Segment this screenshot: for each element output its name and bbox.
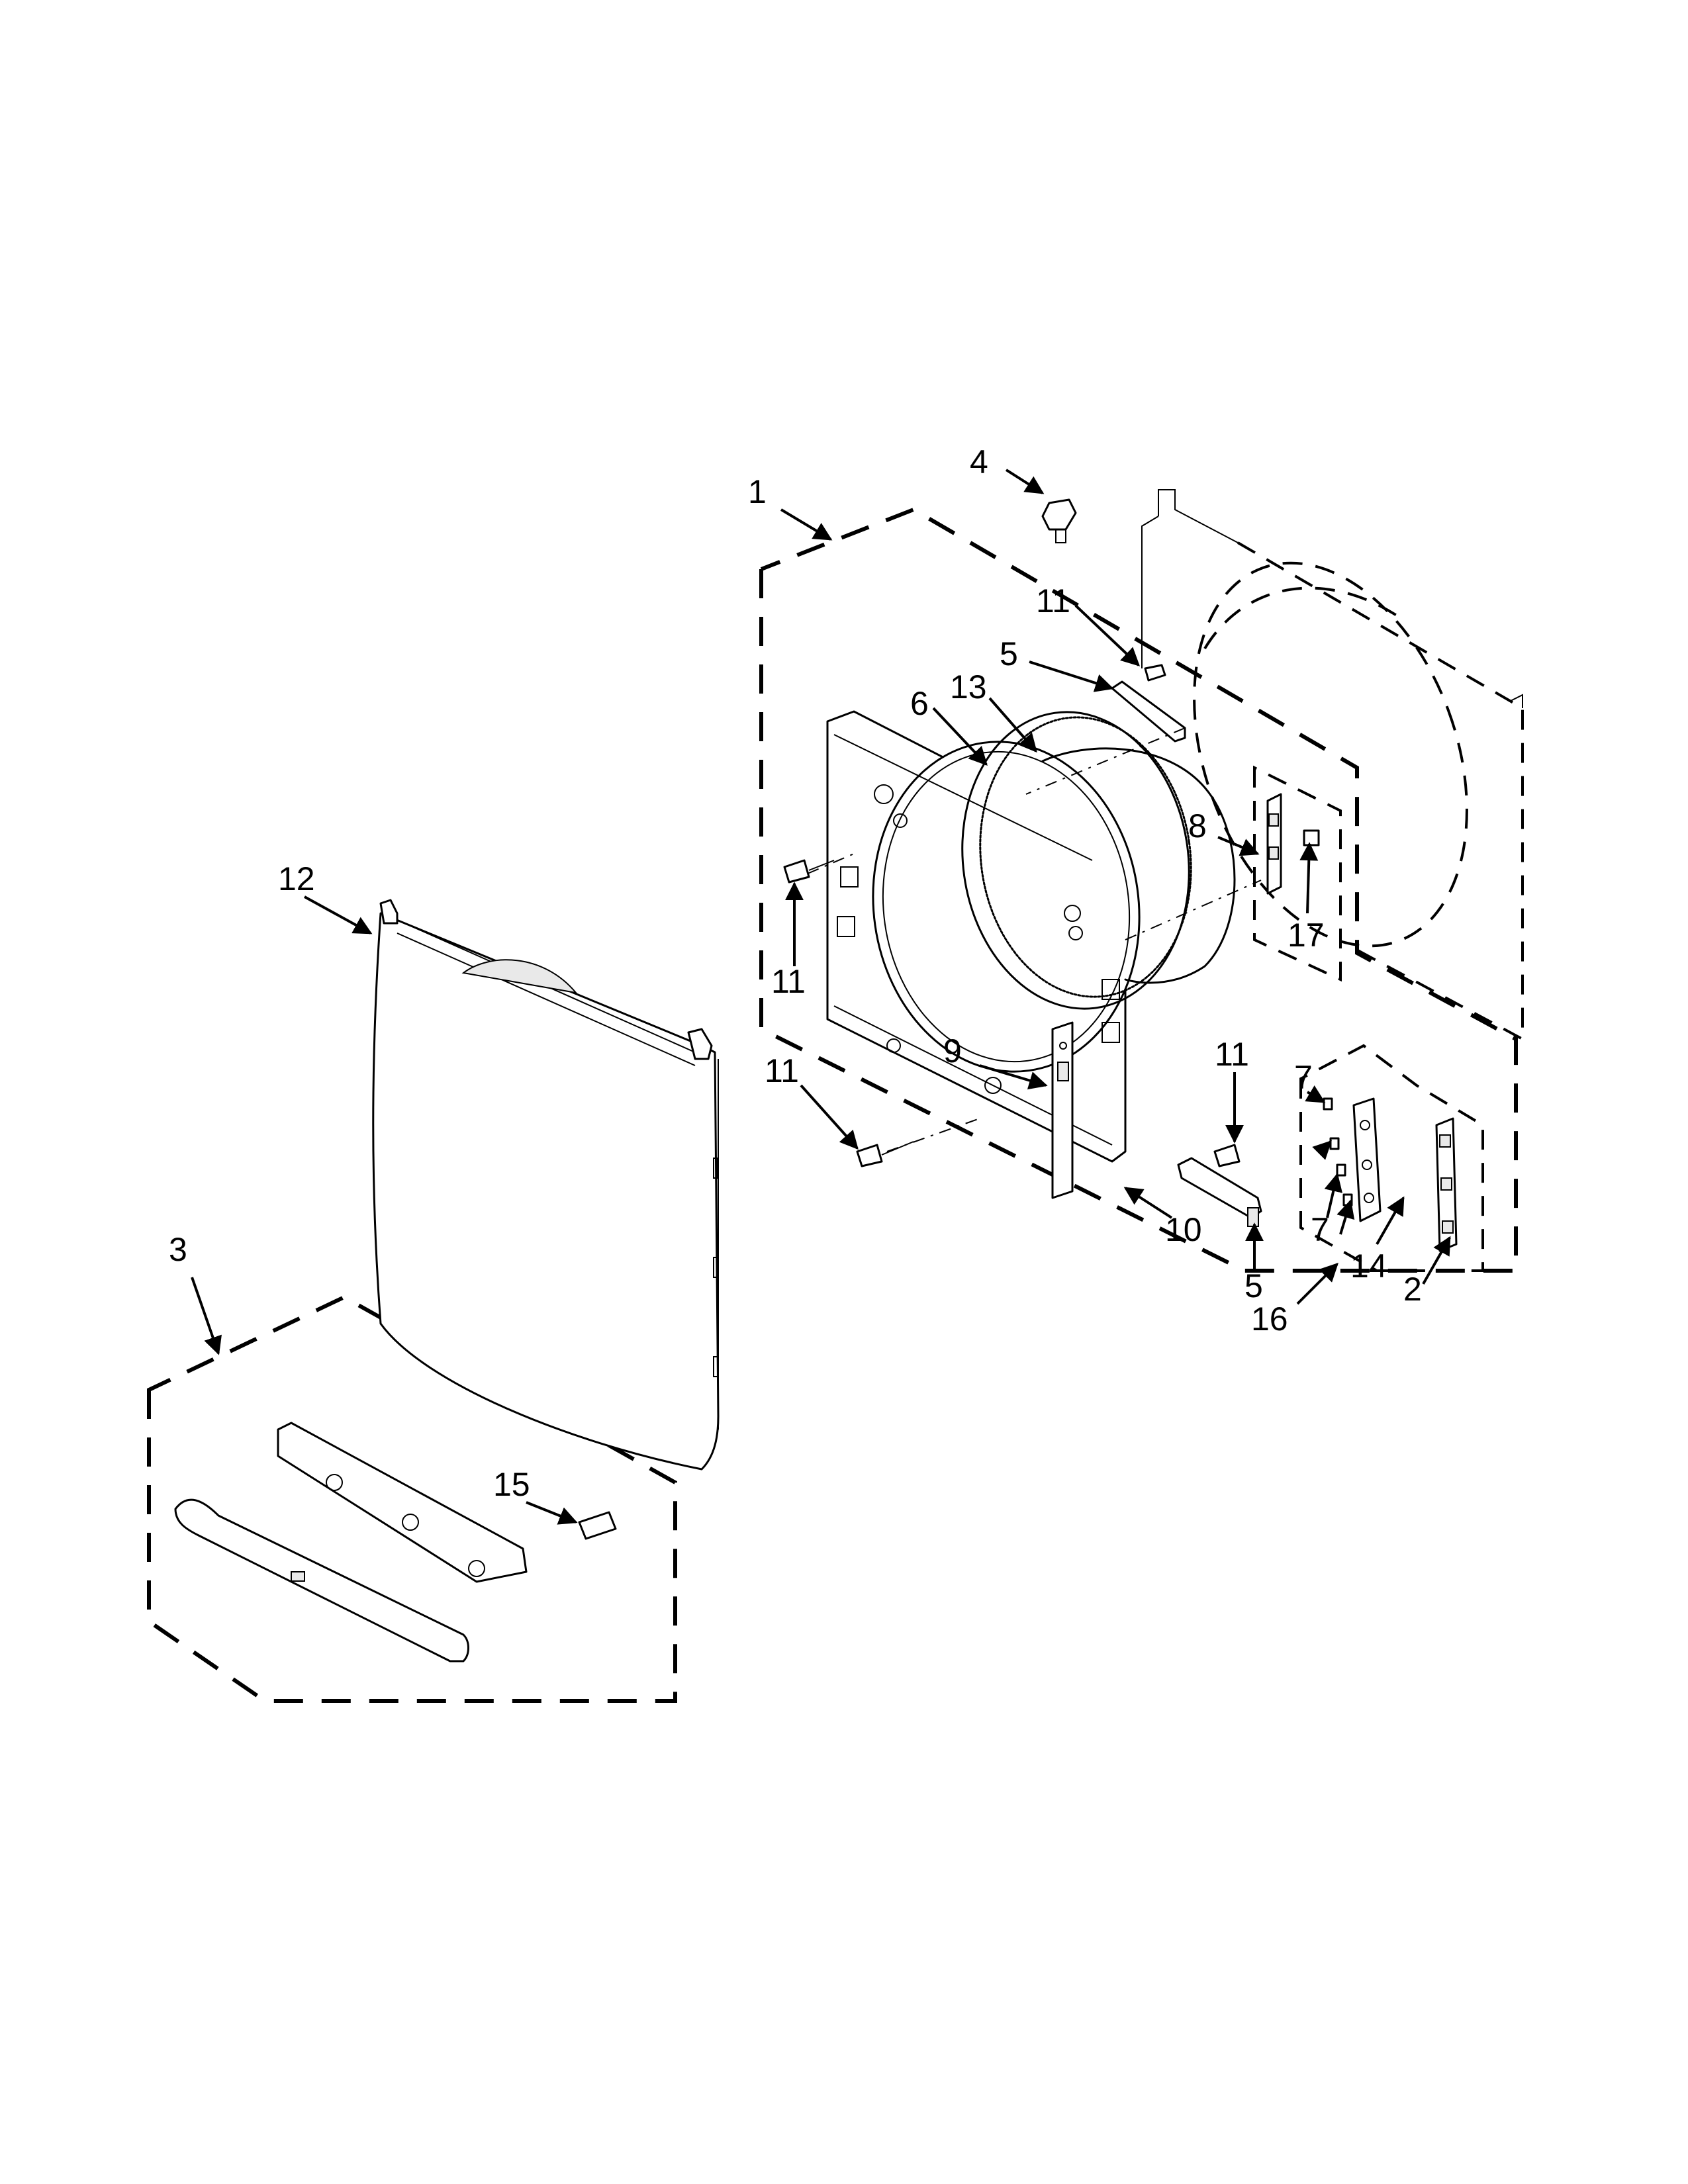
console-screw <box>578 1511 617 1540</box>
callout-11-top: 11 <box>1036 582 1070 619</box>
callout-15: 15 <box>493 1466 530 1503</box>
screw-left-upper <box>783 859 835 884</box>
callout-17: 17 <box>1288 917 1325 954</box>
console-bracket <box>277 1422 528 1583</box>
screw-right-lower <box>1213 1144 1241 1167</box>
callout-10: 10 <box>1165 1211 1202 1248</box>
callout-5-top: 5 <box>1000 635 1018 672</box>
group-16-boundary <box>1299 1044 1484 1272</box>
callout-11-right: 11 <box>1215 1036 1249 1073</box>
screw-top-right <box>1144 664 1166 682</box>
callout-8: 8 <box>1188 807 1207 844</box>
callout-7-lower: 7 <box>1311 1211 1329 1248</box>
group-1-boundary <box>759 507 1518 1273</box>
callout-1: 1 <box>748 473 767 510</box>
callout-labels: 4 1 11 5 13 6 8 17 12 11 9 11 11 7 7 10 … <box>169 443 1422 1503</box>
group-3-boundary <box>147 1295 677 1703</box>
door-switch <box>1051 1021 1074 1199</box>
callout-2: 2 <box>1403 1271 1422 1308</box>
callout-11-left-upper: 11 <box>771 963 806 1000</box>
hinge-strap-top <box>1111 680 1186 743</box>
callout-6: 6 <box>910 685 929 722</box>
hinge-mounting-plate <box>1435 1117 1458 1252</box>
hinge-spacer <box>1303 829 1320 846</box>
callout-11-left-lower: 11 <box>765 1052 799 1089</box>
top-panel <box>372 899 720 1471</box>
cabinet-outline <box>1141 489 1524 1042</box>
door-hinge <box>1352 1097 1382 1222</box>
callout-5-bottom: 5 <box>1244 1267 1263 1304</box>
callout-3: 3 <box>169 1231 187 1268</box>
console-trim <box>174 1498 469 1662</box>
callout-14: 14 <box>1350 1248 1387 1285</box>
door-seal-ring <box>961 711 1192 1010</box>
drum-front-seal <box>1041 747 1236 984</box>
hinge-screws <box>1323 1097 1353 1206</box>
callout-4: 4 <box>970 443 988 480</box>
callout-13: 13 <box>950 668 987 705</box>
callout-9: 9 <box>943 1032 962 1069</box>
hinge-plate <box>1266 793 1282 895</box>
front-panel-frame <box>826 710 1141 1163</box>
callout-16: 16 <box>1251 1300 1288 1338</box>
hinge-strap-bottom <box>1177 1157 1262 1227</box>
callout-12: 12 <box>278 860 315 897</box>
drum-plug <box>1041 498 1077 543</box>
callout-7-upper: 7 <box>1294 1059 1313 1096</box>
leader-lines <box>191 469 1451 1525</box>
